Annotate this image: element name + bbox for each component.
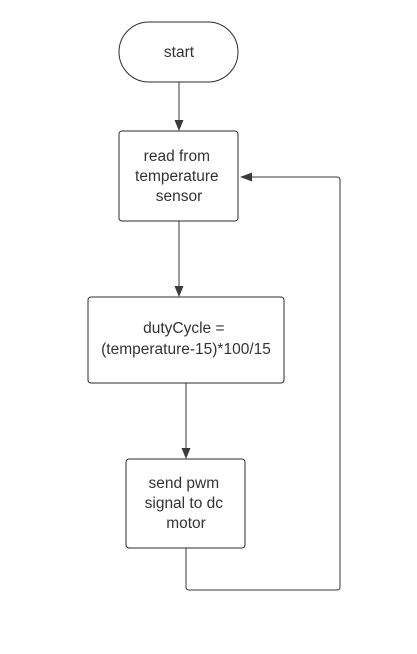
send-pwm-node-shape [125, 458, 246, 549]
duty-cycle-node-shape [87, 296, 285, 384]
arrowhead-read-to-duty [174, 286, 184, 297]
send-pwm-line-1: send pwm [149, 475, 220, 492]
read-sensor-line-3: sensor [156, 188, 203, 205]
start-node-shape [118, 21, 239, 83]
read-sensor-line-2: temperature [135, 168, 219, 185]
read-sensor-line-1: read from [144, 148, 210, 165]
connectors [174, 82, 341, 591]
start-node[interactable]: start [118, 21, 239, 83]
send-pwm-node-label: send pwm signal to dc motor [145, 475, 228, 532]
duty-cycle-node-label: dutyCycle = (temperature-15)*100/15 [101, 320, 271, 358]
duty-cycle-line-2: (temperature-15)*100/15 [101, 341, 271, 358]
read-sensor-node-shape [118, 130, 239, 222]
send-pwm-line-2: signal to dc [145, 495, 224, 512]
duty-cycle-line-1: dutyCycle = [143, 320, 224, 337]
start-node-label: start [164, 44, 195, 61]
connector-loop-back [185, 176, 341, 591]
duty-cycle-node[interactable]: dutyCycle = (temperature-15)*100/15 [87, 296, 285, 384]
read-sensor-node[interactable]: read from temperature sensor [118, 130, 239, 222]
arrowhead-duty-to-send [181, 448, 191, 459]
send-pwm-node[interactable]: send pwm signal to dc motor [125, 458, 246, 549]
send-pwm-line-3: motor [166, 515, 206, 532]
arrowhead-start-to-read [174, 120, 184, 131]
read-sensor-node-label: read from temperature sensor [135, 148, 223, 205]
arrowhead-loop-back [240, 172, 252, 182]
